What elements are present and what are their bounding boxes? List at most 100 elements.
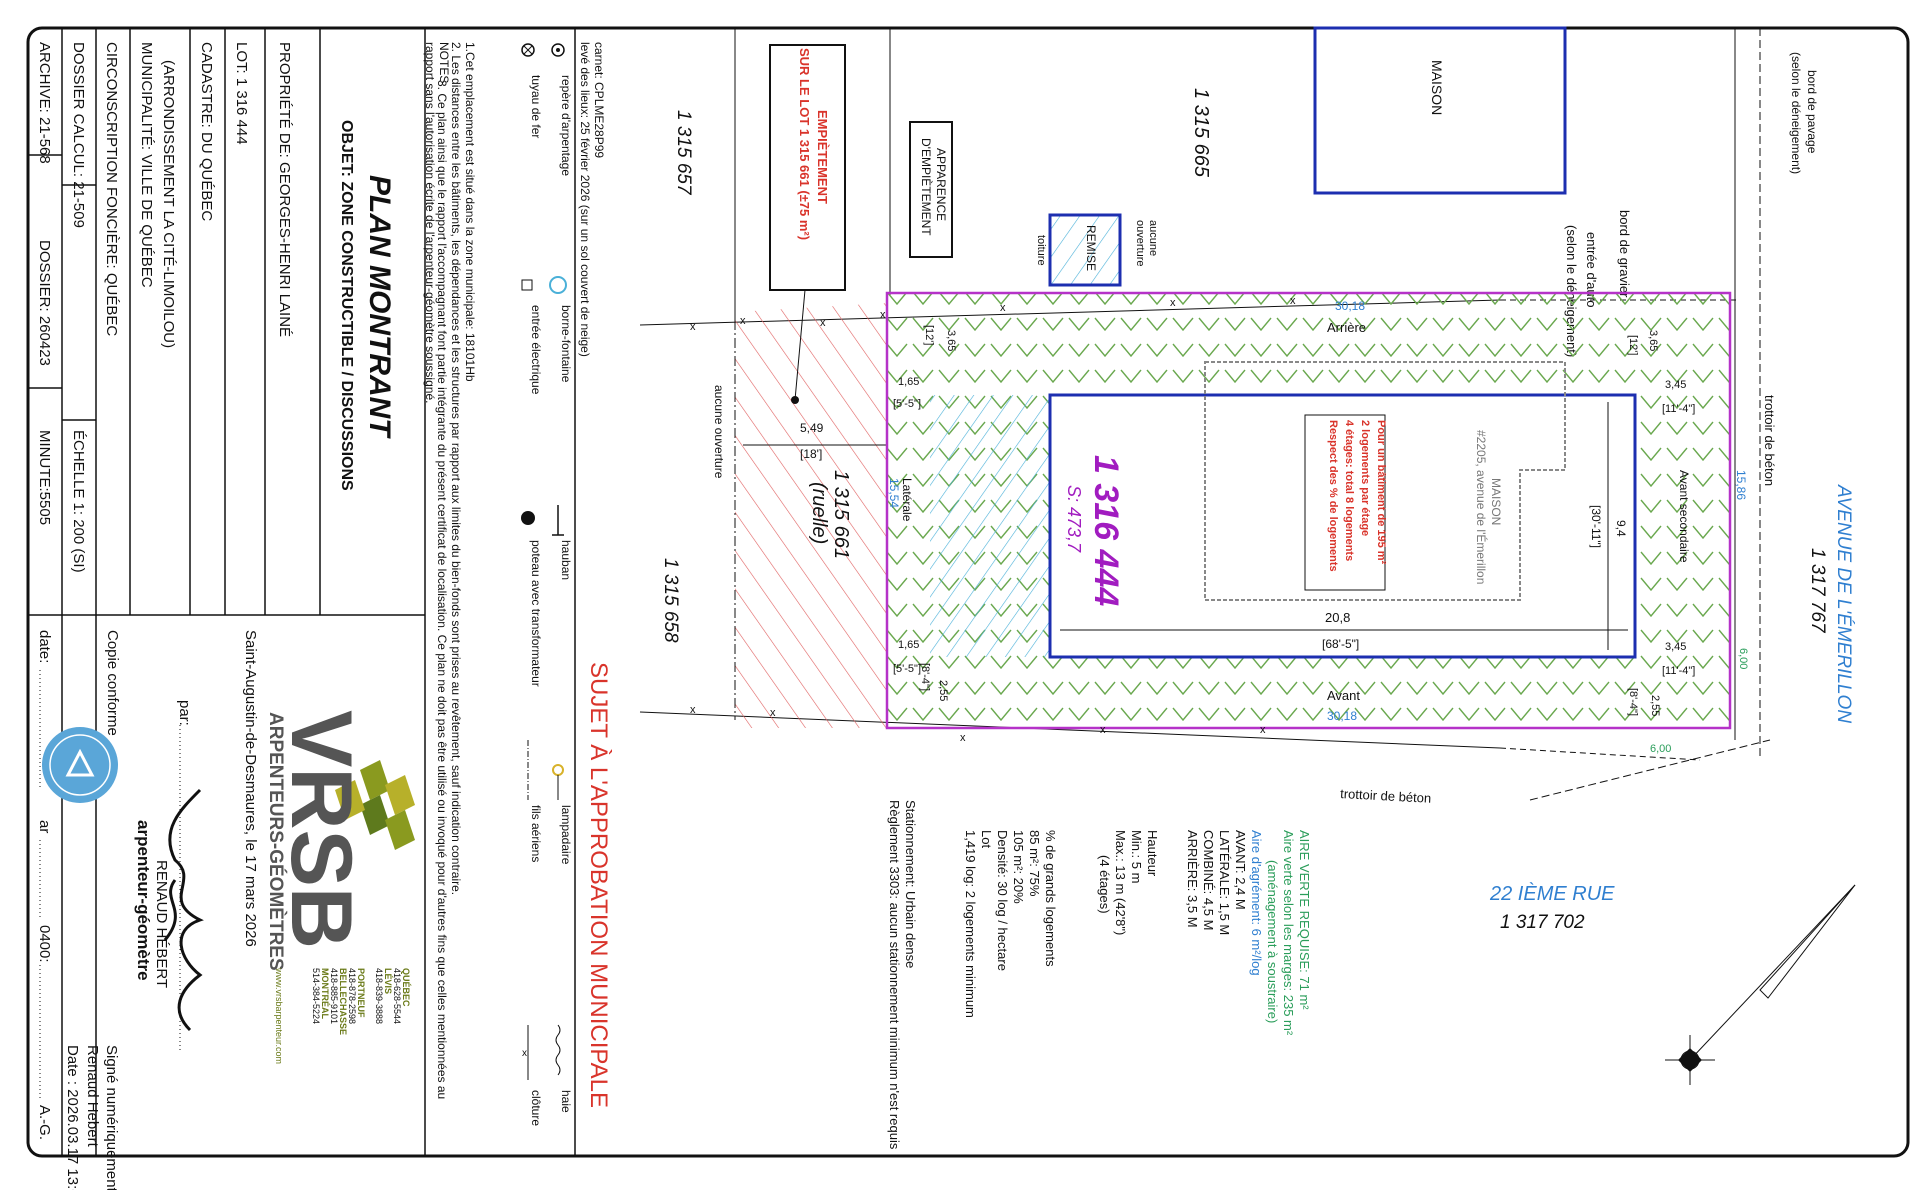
bord-pavage: bord de pavage (1805, 70, 1819, 154)
d-55-b: [5'-5"] (893, 663, 921, 675)
svg-text:x: x (1290, 295, 1296, 307)
lot-1315665: 1 315 665 (1190, 88, 1212, 178)
municipalite-label: MUNICIPALITÉ: VILLE DE QUÉBEC (138, 42, 155, 288)
signed-name: Renaud Hebert (84, 1045, 101, 1148)
d-165-b: 1,65 (898, 639, 919, 651)
ar-label: ar (36, 820, 53, 833)
d-114-a: [11'-4"] (1662, 403, 1695, 415)
avant-label: Avant (1327, 688, 1360, 703)
date-label: date: (36, 630, 53, 663)
legend-hauban: hauban (559, 540, 573, 580)
red-note-3: 4 étages: total 8 logements (1343, 420, 1355, 561)
d-18: [18'] (800, 447, 822, 461)
plan-objet: OBJET: ZONE CONSTRUCTIBLE / DISCUSSIONS (338, 120, 355, 491)
proprietaire-label: PROPRIÉTÉ DE: GEORGES-HENRI LAINÉ (276, 42, 293, 337)
svg-text:x: x (690, 321, 696, 333)
zoning-aire-agrement: Aire d'agrément: 6 m²/log (1249, 830, 1264, 976)
ruelle-strip (735, 303, 887, 728)
neighbour-house-label: MAISON (1429, 60, 1445, 115)
office-portneuf-phone: 418-878-2598 (347, 968, 357, 1024)
aucune-ouverture-b: aucune ouverture (712, 385, 726, 479)
legend-repere: repère d'arpentage (559, 75, 573, 176)
zoning-arriere: ARRIÈRE: 3,5 M (1185, 830, 1200, 928)
note-3b: rapport sans l'autorisation écrite de l'… (423, 42, 437, 403)
firm-subtitle: ARPENTEURS-GÉOMÈTRES (265, 712, 287, 971)
neighbour-house (1313, 26, 1567, 195)
zoning-avant: AVANT: 2,4 M (1233, 830, 1248, 910)
firm-website: www.vrsbarpenteur.com (274, 967, 284, 1064)
rue-lot: 1 317 702 (1500, 912, 1585, 933)
haie-icon (555, 1024, 561, 1076)
svg-text:x: x (1100, 724, 1106, 736)
empietement-title: EMPIÈTEMENT (815, 110, 830, 204)
d-685: [68'-5"] (1322, 637, 1359, 651)
signed-date: Date : 2026.03.17 13:07:14 - (64, 1045, 81, 1190)
legend-entree: entrée électrique (529, 305, 543, 395)
house-label: MAISON (1489, 478, 1503, 525)
zoning-block: AIRE VERTE REQUISE: 71 m² Aire verte sel… (887, 800, 1312, 1150)
remise-shed (1048, 213, 1122, 287)
archive-label: ARCHIVE: 21-568 (36, 42, 53, 164)
zoning-hauteur: Hauteur (1145, 830, 1160, 877)
red-note-box (1304, 414, 1386, 591)
plan-area: MAISON 1 315 665 REMISE toiture aucune o… (639, 26, 1856, 1085)
d-600-b: 6,00 (1650, 743, 1671, 755)
sheet-border (26, 26, 1910, 1158)
lampadaire-icon (552, 764, 564, 776)
red-note-2: 2 logements par étage (1359, 420, 1371, 536)
d-94: 9,4 (1614, 520, 1628, 537)
zoning-reglement: Règlement 3303: aucun stationnement mini… (887, 800, 902, 1150)
avant-sec-dim: 15,86 (1734, 470, 1748, 500)
buildable-zone (1048, 393, 1637, 659)
seal-badge (42, 727, 118, 803)
zoning-lot: Lot (979, 830, 994, 848)
red-note-1: Pour un bâtiment de 195 m² (1375, 420, 1387, 565)
bord-gravier: bord de gravier (1617, 210, 1632, 298)
zoning-pct105: 105 m²: 20% (1011, 830, 1026, 904)
d-365-a: 3,65 (945, 330, 957, 351)
note-3: 3. Ce plan ainsi que le rapport l'accomp… (435, 80, 449, 1099)
remise-label: REMISE (1084, 225, 1098, 271)
north-arrow-icon (1665, 884, 1856, 1085)
legend-tuyau: tuyau de fer (529, 75, 543, 138)
copie-conforme: Copie conforme (104, 630, 121, 736)
minute-label: MINUTE:5505 (36, 430, 53, 525)
d-255-a: 2,55 (937, 680, 949, 701)
signer-name: RENAUD HÉBERT (153, 860, 170, 988)
office-portneuf: PORTNEUF (356, 968, 366, 1018)
svg-text:x: x (522, 1048, 527, 1059)
d-549: 5,49 (800, 421, 824, 435)
borne-fontaine-icon (549, 276, 567, 294)
svg-text:x: x (1000, 302, 1006, 314)
signed-by: Signé numériquement par : (103, 1045, 120, 1190)
svg-text:x: x (820, 317, 826, 329)
d-12-b: [12'] (1627, 335, 1639, 355)
bord-pavage-note: (selon le déneigement) (1789, 52, 1803, 174)
zoning-densite: Densité: 30 log / hectare (995, 830, 1010, 971)
note-1: 1.Cet emplacement est situé dans la zone… (463, 42, 477, 382)
zoning-aire-verte-marges: Aire verte selon les marges: 235 m² (1281, 830, 1296, 1036)
circonscription-label: CIRCONSCRIPTION FONCIÈRE: QUÉBEC (103, 42, 120, 336)
svg-text:x: x (1170, 297, 1176, 309)
d-3011: [30'-11"] (1589, 505, 1603, 548)
existing-house (1204, 361, 1566, 601)
ruelle-label: (ruelle) (808, 482, 830, 544)
lot-1315661: 1 315 661 (830, 470, 852, 559)
svg-text:x: x (880, 309, 886, 321)
toiture-label: toiture (1035, 235, 1047, 266)
legend-poteau: poteau avec transformateur (529, 540, 543, 687)
aucune-ouverture-a2: ouverture (1134, 220, 1146, 266)
svg-text:x: x (740, 315, 746, 327)
office-bellechasse-phone: 418-885-9101 (329, 968, 339, 1024)
arriere-label: Arrière (1327, 320, 1366, 335)
place-date: Saint-Augustin-de-Desmaures, le 17 mars … (242, 630, 259, 947)
arrondissement-label: (ARRONDISSEMENT LA CITÉ-LIMOILOU) (160, 60, 177, 348)
office-montreal: MONTRÉAL (320, 968, 330, 1019)
d-345-a: 3,45 (1665, 379, 1686, 391)
repere-icon (551, 43, 565, 57)
svg-text:x: x (770, 707, 776, 719)
entree-auto: entrée d'auto (1584, 232, 1599, 308)
zoning-pct85: 85 m²: 75% (1027, 830, 1042, 897)
zoning-min: Min.: 5 m (1129, 830, 1144, 883)
lateral-strip (930, 395, 1050, 657)
